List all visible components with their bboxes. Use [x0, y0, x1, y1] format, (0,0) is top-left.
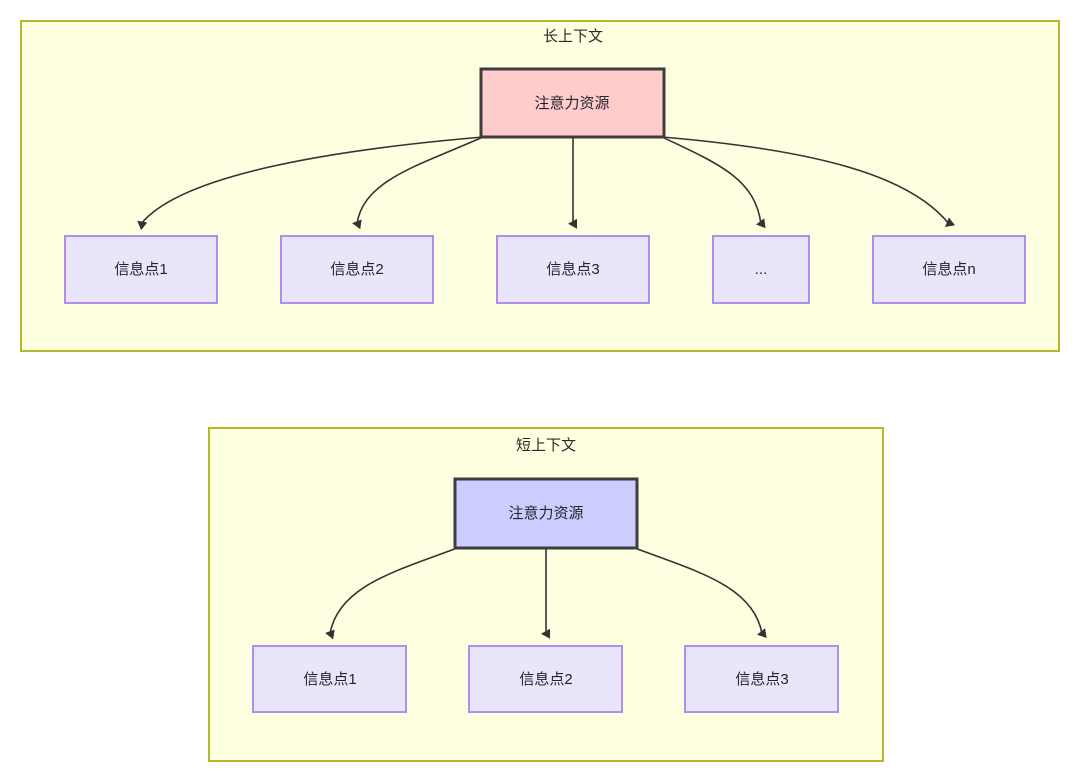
node-label-info-point-3-short: 信息点3	[735, 671, 788, 688]
node-box-info-point-3-short[interactable]	[684, 645, 839, 713]
node-label-info-point-3-long: 信息点3	[546, 261, 599, 278]
node-info-point-3-long[interactable]: 信息点3	[496, 235, 650, 304]
node-info-point-1-short[interactable]: 信息点1	[252, 645, 407, 713]
node-label-info-point-2-short: 信息点2	[519, 671, 572, 688]
node-attention-resource-long[interactable]: 注意力资源	[479, 67, 666, 139]
node-box-info-point-2-long[interactable]	[280, 235, 434, 304]
node-box-info-point-ellipsis-long[interactable]	[712, 235, 810, 304]
node-label-info-point-1-long: 信息点1	[114, 261, 167, 278]
node-info-point-ellipsis-long[interactable]: ...	[712, 235, 810, 304]
node-label-info-point-n-long: 信息点n	[922, 261, 975, 278]
edge-group-long-context	[137, 136, 956, 231]
edge-root-to-info-1-short	[325, 547, 458, 640]
node-info-point-n-long[interactable]: 信息点n	[872, 235, 1026, 304]
node-box-info-point-3-long[interactable]	[496, 235, 650, 304]
edge-root-to-info-3-short	[634, 547, 767, 639]
node-info-point-1-long[interactable]: 信息点1	[64, 235, 218, 304]
node-box-attention-resource-long[interactable]	[479, 67, 666, 139]
edge-group-short-context	[325, 547, 767, 640]
edge-root-to-info-2	[352, 136, 484, 230]
panel-short-context: 短上下文 注意力资源 信息点1 信息点2 信息点3	[208, 427, 884, 762]
node-info-point-2-long[interactable]: 信息点2	[280, 235, 434, 304]
edge-root-to-info-n	[661, 136, 956, 227]
node-box-info-point-1-short[interactable]	[252, 645, 407, 713]
node-label-info-point-2-long: 信息点2	[330, 261, 383, 278]
node-info-point-3-short[interactable]: 信息点3	[684, 645, 839, 713]
node-label-attention-resource-long: 注意力资源	[534, 94, 609, 112]
node-box-info-point-1-long[interactable]	[64, 235, 218, 304]
edge-root-to-info-ellipsis	[661, 136, 766, 229]
edge-root-to-info-1	[137, 136, 484, 231]
node-box-info-point-n-long[interactable]	[872, 235, 1026, 304]
node-label-attention-resource-short: 注意力资源	[508, 504, 583, 522]
panel-title-short-context: 短上下文	[516, 437, 576, 454]
node-attention-resource-short[interactable]: 注意力资源	[453, 477, 639, 550]
node-label-info-point-1-short: 信息点1	[303, 671, 356, 688]
node-box-attention-resource-short[interactable]	[453, 477, 639, 550]
node-box-info-point-2-short[interactable]	[468, 645, 623, 713]
node-label-info-point-ellipsis-long: ...	[755, 261, 768, 278]
panel-long-context: 长上下文 注意力资源 信息点1 信息点2	[20, 20, 1060, 352]
node-info-point-2-short[interactable]: 信息点2	[468, 645, 623, 713]
panel-title-long-context: 长上下文	[543, 28, 603, 45]
